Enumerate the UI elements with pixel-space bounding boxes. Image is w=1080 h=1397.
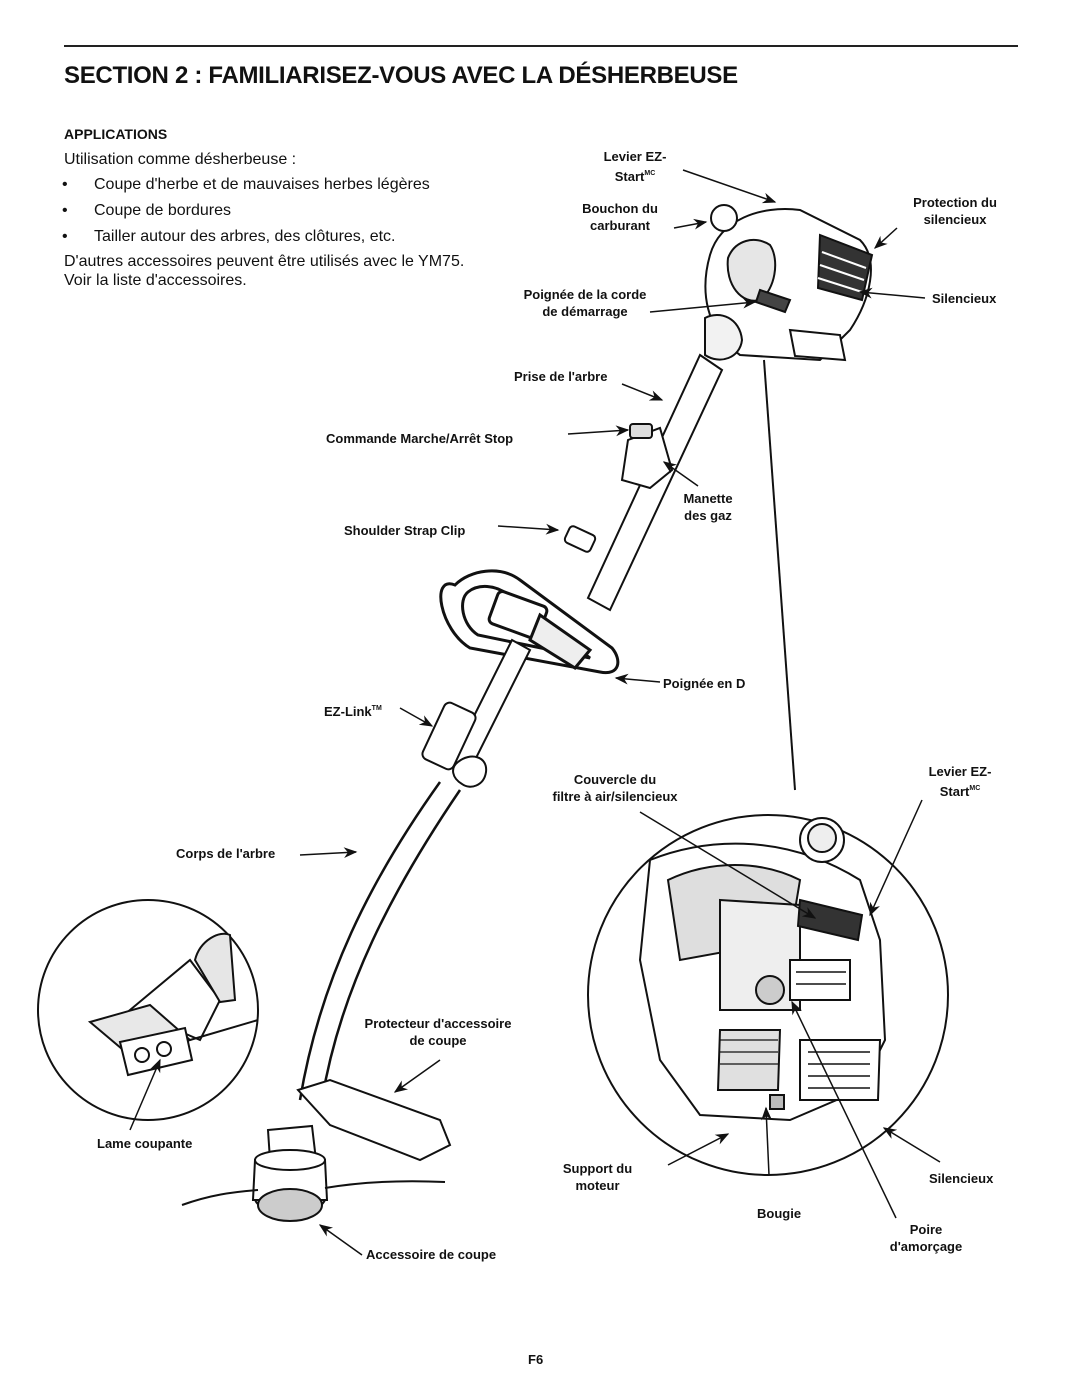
- leader-arrows: [129, 169, 941, 1256]
- label-ez-link: EZ-LinkTM: [324, 704, 382, 719]
- applications-intro: Utilisation comme désherbeuse :: [64, 151, 297, 168]
- blade-inset: [37, 899, 259, 1121]
- accessories-note: D'autres accessoires peuvent être utilis…: [64, 252, 524, 290]
- bullet-glyph: •: [62, 228, 68, 245]
- note-line-1: D'autres accessoires peuvent être utilis…: [64, 253, 465, 270]
- label-prise-arbre: Prise de l'arbre: [514, 369, 608, 384]
- lower-shaft: [450, 638, 532, 772]
- list-item-text: Coupe de bordures: [94, 202, 231, 219]
- label-bougie: Bougie: [757, 1206, 802, 1221]
- label-levier-ez-start-top: Levier EZ-StartMC: [603, 149, 667, 184]
- strap-clip: [563, 525, 597, 553]
- header-rule: [64, 45, 1018, 47]
- label-poignee-d: Poignée en D: [663, 676, 746, 691]
- page-title: SECTION 2 : FAMILIARISEZ-VOUS AVEC LA DÉ…: [64, 62, 738, 89]
- bullet-glyph: •: [62, 176, 68, 193]
- list-item-text: Tailler autour des arbres, des clôtures,…: [94, 228, 396, 245]
- bullet-glyph: •: [62, 202, 68, 219]
- engine-inset: [587, 814, 949, 1176]
- page-number: F6: [528, 1352, 544, 1367]
- engine-top: [704, 204, 874, 362]
- ez-link-coupler: [421, 701, 488, 788]
- label-commande-marche-arret: Commande Marche/Arrêt Stop: [326, 431, 514, 446]
- label-silencieux-bottom: Silencieux: [929, 1171, 994, 1186]
- throttle-housing: [620, 423, 674, 490]
- label-silencieux-top: Silencieux: [932, 291, 997, 306]
- label-shoulder-strap-clip: Shoulder Strap Clip: [344, 523, 466, 538]
- curved-shaft: [298, 781, 462, 1101]
- applications-heading: APPLICATIONS: [64, 126, 168, 142]
- label-lame-coupante: Lame coupante: [97, 1136, 193, 1151]
- applications-list: • Coupe d'herbe et de mauvaises herbes lé…: [60, 175, 430, 253]
- d-handle: [439, 569, 620, 675]
- inset-connector-line: [763, 359, 796, 791]
- label-levier-ez-start-bottom: Levier EZ-StartMC: [928, 764, 992, 799]
- list-item: • Coupe d'herbe et de mauvaises herbes lé…: [60, 175, 430, 201]
- label-corps-arbre: Corps de l'arbre: [176, 846, 276, 861]
- trimmer-line: [181, 1180, 446, 1206]
- list-item: • Coupe de bordures: [60, 201, 430, 227]
- trimmer-head: [251, 1078, 452, 1222]
- label-accessoire-coupe: Accessoire de coupe: [366, 1247, 497, 1262]
- list-item: • Tailler autour des arbres, des clôtures…: [60, 227, 430, 253]
- list-item-text: Coupe d'herbe et de mauvaises herbes lég…: [94, 176, 430, 193]
- note-line-2: Voir la liste d'accessoires.: [64, 272, 247, 289]
